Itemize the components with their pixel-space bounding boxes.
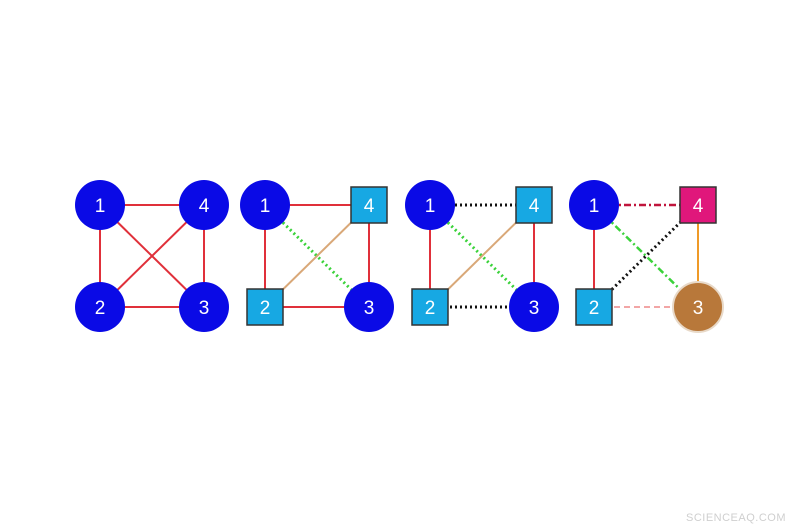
node-3-circle: 3 [179, 282, 229, 332]
node-2-square: 2 [575, 288, 613, 326]
node-label: 4 [529, 196, 540, 217]
node-shape [575, 288, 613, 326]
node-label: 4 [693, 196, 704, 217]
node-label: 3 [364, 298, 375, 319]
node-shape [75, 180, 125, 230]
node-3-circle: 3 [344, 282, 394, 332]
node-label: 2 [95, 298, 106, 319]
node-label: 3 [529, 298, 540, 319]
node-shape [405, 180, 455, 230]
node-shape [509, 282, 559, 332]
node-label: 4 [364, 196, 375, 217]
node-1-circle: 1 [405, 180, 455, 230]
watermark: SCIENCEAQ.COM [685, 512, 786, 524]
node-shape [672, 281, 724, 333]
node-shape [515, 186, 553, 224]
node-shape [246, 288, 284, 326]
node-shape [240, 180, 290, 230]
node-2-square: 2 [411, 288, 449, 326]
node-shape [350, 186, 388, 224]
node-1-circle: 1 [569, 180, 619, 230]
node-3-circle: 3 [509, 282, 559, 332]
node-label: 3 [199, 298, 210, 319]
node-1-circle: 1 [75, 180, 125, 230]
node-label: 4 [199, 196, 210, 217]
node-shape [179, 282, 229, 332]
node-label: 1 [260, 196, 271, 217]
node-label: 1 [425, 196, 436, 217]
node-label: 3 [693, 298, 704, 319]
node-shape [75, 282, 125, 332]
node-shape [411, 288, 449, 326]
graph-panel-4: 1 2 3 4 [569, 180, 724, 333]
node-label: 2 [425, 298, 436, 319]
node-2-circle: 2 [75, 282, 125, 332]
node-1-circle: 1 [240, 180, 290, 230]
node-shape [179, 180, 229, 230]
node-shape [344, 282, 394, 332]
node-shape [569, 180, 619, 230]
node-label: 1 [95, 196, 106, 217]
node-shape [679, 186, 717, 224]
node-label: 2 [260, 298, 271, 319]
node-label: 2 [589, 298, 600, 319]
graph-panel-1: 1 2 3 4 [75, 180, 229, 332]
graph-panel-3: 1 2 3 4 [405, 180, 559, 332]
node-4-square: 4 [515, 186, 553, 224]
node-4-square: 4 [350, 186, 388, 224]
node-4-square: 4 [679, 186, 717, 224]
node-label: 1 [589, 196, 600, 217]
node-4-circle: 4 [179, 180, 229, 230]
node-2-square: 2 [246, 288, 284, 326]
graph-panel-2: 1 2 3 4 [240, 180, 394, 332]
node-3-circle: 3 [672, 281, 724, 333]
